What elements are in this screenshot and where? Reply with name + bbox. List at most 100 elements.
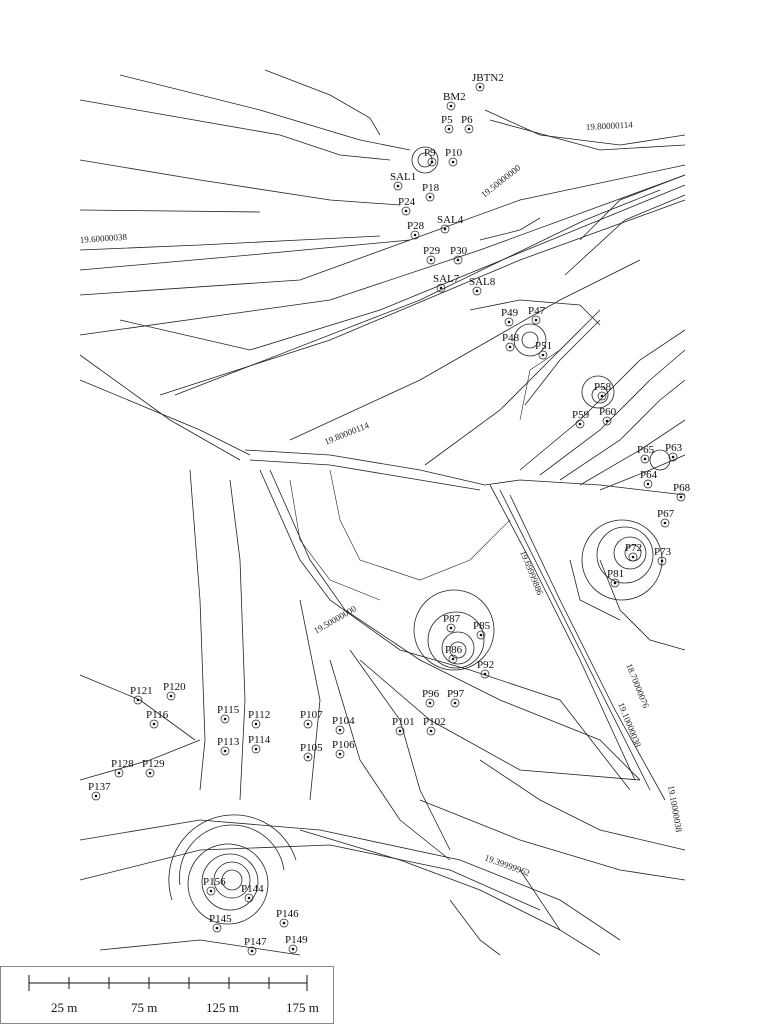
well-marker — [448, 654, 458, 664]
well-label: P30 — [450, 245, 468, 257]
well-label: SAL4 — [437, 214, 464, 226]
well-label: P51 — [535, 340, 552, 352]
well-marker — [480, 669, 490, 679]
well-marker — [410, 230, 420, 240]
well-label: P144 — [241, 883, 264, 895]
well-marker — [149, 719, 159, 729]
scale-label-175: 175 m — [286, 1000, 319, 1015]
well-marker — [504, 317, 514, 327]
scale-bar: 25 m 75 m 125 m 175 m — [0, 966, 334, 1024]
well-marker — [660, 518, 670, 528]
well-marker — [335, 749, 345, 759]
well-label: P47 — [528, 305, 546, 317]
well-label: P106 — [332, 739, 355, 751]
well-label: P65 — [637, 444, 655, 456]
well-marker — [450, 698, 460, 708]
scale-label-75: 75 m — [131, 1000, 158, 1015]
well-marker — [114, 768, 124, 778]
well-marker — [251, 744, 261, 754]
well-label: P63 — [665, 442, 683, 454]
well-marker — [206, 886, 216, 896]
well-marker — [303, 719, 313, 729]
well-marker — [476, 630, 486, 640]
well-label: P137 — [88, 781, 111, 793]
well-marker — [212, 923, 222, 933]
contour-value-label: 19.80000114 — [323, 420, 371, 447]
contour-lines — [79, 69, 686, 956]
well-marker — [244, 893, 254, 903]
well-label: BM2 — [443, 91, 466, 103]
well-marker — [425, 192, 435, 202]
well-marker — [251, 719, 261, 729]
well-marker — [448, 157, 458, 167]
well-marker — [446, 101, 456, 111]
well-label: P146 — [276, 908, 299, 920]
contour-value-label: 19.10000038 — [666, 785, 684, 834]
well-label: P116 — [146, 709, 169, 721]
well-marker — [247, 946, 257, 956]
well-marker — [303, 752, 313, 762]
well-label: P115 — [217, 704, 240, 716]
well-label: P96 — [422, 688, 440, 700]
contour-value-label: 18.70000076 — [624, 662, 651, 710]
well-label: P85 — [473, 620, 491, 632]
well-marker — [145, 768, 155, 778]
well-marker — [538, 350, 548, 360]
well-marker — [668, 452, 678, 462]
well-label: P113 — [217, 736, 240, 748]
well-label: P6 — [461, 114, 473, 126]
well-marker — [597, 391, 607, 401]
well-label: P5 — [441, 114, 453, 126]
well-label: P18 — [422, 182, 440, 194]
well-label: SAL1 — [390, 171, 416, 183]
contour-value-label: 19.10000038 — [616, 701, 643, 749]
well-marker — [91, 791, 101, 801]
well-label: P60 — [599, 406, 617, 418]
well-marker — [640, 454, 650, 464]
contour-value-label: 19.80000114 — [586, 120, 634, 132]
well-marker — [575, 419, 585, 429]
well-label: P107 — [300, 709, 323, 721]
well-marker — [643, 479, 653, 489]
well-marker — [657, 556, 667, 566]
well-marker — [464, 124, 474, 134]
well-marker — [279, 918, 289, 928]
well-label: P48 — [502, 332, 520, 344]
well-marker — [531, 315, 541, 325]
well-label: P29 — [423, 245, 441, 257]
well-label: P149 — [285, 934, 308, 946]
well-label: SAL7 — [433, 273, 460, 285]
well-marker — [628, 552, 638, 562]
well-marker — [446, 623, 456, 633]
well-label: P9 — [424, 147, 436, 159]
well-marker — [436, 283, 446, 293]
well-marker — [440, 224, 450, 234]
well-marker — [166, 691, 176, 701]
well-label: P86 — [445, 644, 463, 656]
well-markers — [91, 82, 686, 956]
well-label: P129 — [142, 758, 165, 770]
well-label: P68 — [673, 482, 691, 494]
well-marker — [220, 746, 230, 756]
well-label: P120 — [163, 681, 186, 693]
well-label: P87 — [443, 613, 461, 625]
well-marker — [602, 416, 612, 426]
well-label: P81 — [607, 568, 624, 580]
well-label: P147 — [244, 936, 267, 948]
well-marker — [393, 181, 403, 191]
contour-value-label: 19.50000000 — [312, 603, 358, 636]
well-label: P145 — [209, 913, 232, 925]
well-label: P105 — [300, 742, 323, 754]
well-marker — [335, 725, 345, 735]
well-label: P67 — [657, 508, 675, 520]
well-label: P121 — [130, 685, 153, 697]
well-label: P92 — [477, 659, 494, 671]
well-marker — [427, 157, 437, 167]
well-marker — [133, 695, 143, 705]
well-label: P104 — [332, 715, 355, 727]
well-label: P156 — [203, 876, 226, 888]
well-marker — [676, 492, 686, 502]
contour-value-label: 19.50000000 — [479, 162, 523, 199]
well-label: P97 — [447, 688, 465, 700]
